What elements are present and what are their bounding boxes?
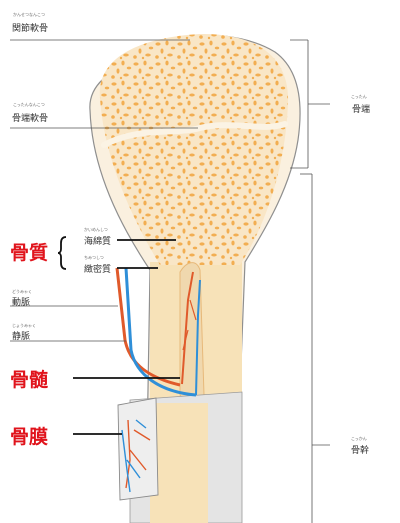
- compact-bone-label: 緻密質: [84, 263, 111, 275]
- vein-branch: [195, 279, 201, 396]
- periosteum-artery: [125, 419, 151, 489]
- artery-twig: [182, 299, 197, 351]
- spongy-bone-label: 海綿質: [84, 235, 111, 247]
- bone-substance-callout: 骨質: [10, 241, 48, 264]
- shaft-cutaway: [150, 403, 208, 523]
- periosteum-callout: 骨膜: [10, 425, 48, 448]
- epiphyseal-line: [101, 121, 288, 148]
- callout-lines: [57, 236, 180, 435]
- spongy-bone: [99, 33, 289, 265]
- bone-marrow-callout: 骨髄: [10, 368, 48, 391]
- vein-reading: じょうみゃく: [12, 322, 36, 328]
- articular-cartilage-label: 関節軟骨: [12, 22, 48, 34]
- diaphysis-label: 骨幹: [351, 444, 369, 456]
- artery-label: 動脈: [12, 296, 30, 308]
- periosteum-vein: [121, 419, 147, 493]
- articular-cartilage-reading: かんせつなんこつ: [13, 11, 45, 17]
- epiphysis-label: 骨端: [352, 103, 370, 115]
- artery-reading: どうみゃく: [12, 288, 32, 294]
- vein-label: 静脈: [12, 330, 30, 342]
- artery-branch: [181, 271, 194, 385]
- epiphyseal-cartilage-reading: こったんなんこつ: [13, 101, 45, 107]
- compact-bone-reading: ちみつしつ: [84, 254, 104, 260]
- epiphyseal-cartilage-label: 骨端軟骨: [12, 112, 48, 124]
- leader-lines: [10, 39, 330, 523]
- spongy-bone-reading: かいめんしつ: [84, 226, 108, 232]
- artery-main: [115, 267, 181, 387]
- diaphysis-reading: こっかん: [351, 435, 367, 441]
- epiphysis-reading: こったん: [351, 93, 367, 99]
